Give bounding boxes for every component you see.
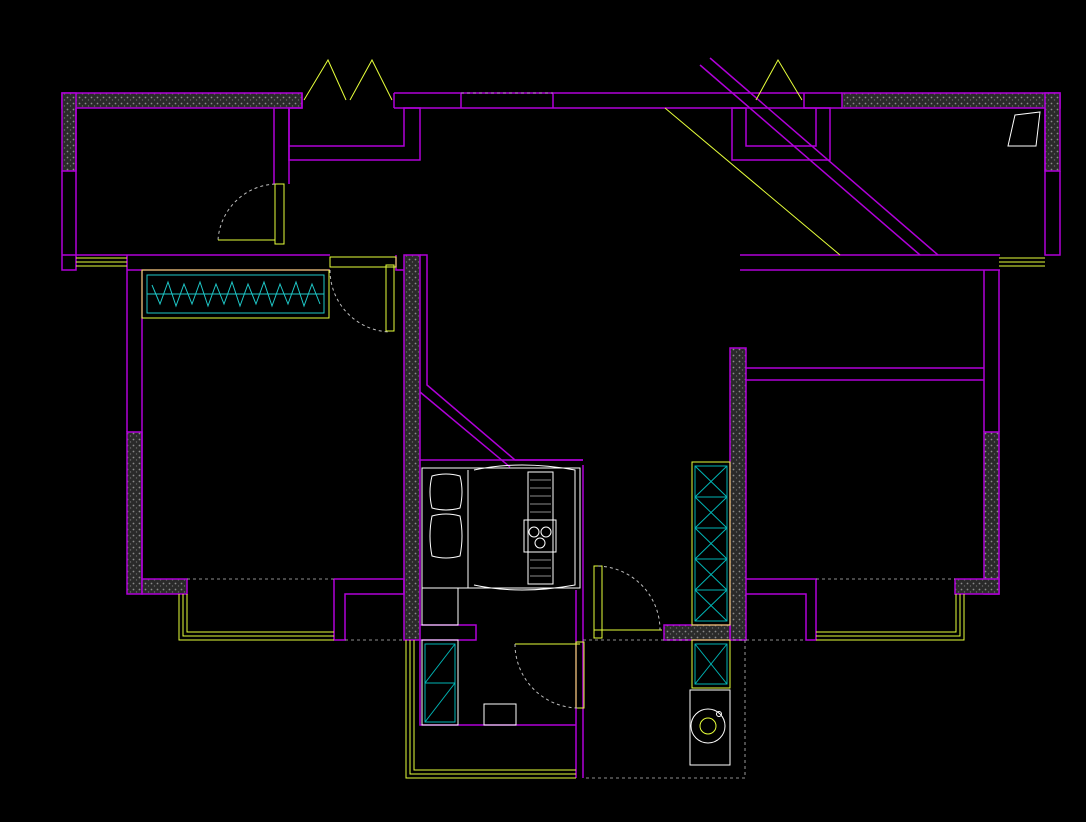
wall-bottom-stub bbox=[663, 624, 731, 641]
window-right-top bbox=[999, 257, 1045, 267]
niche-left bbox=[288, 93, 421, 161]
diagonal-line-1 bbox=[699, 64, 921, 256]
cabinet-cross-icon bbox=[691, 461, 731, 689]
cabinet-cross bbox=[694, 589, 728, 622]
diagonal-line-2 bbox=[709, 57, 939, 256]
wall-slanted bbox=[420, 254, 583, 461]
window-bay-left bbox=[178, 594, 334, 641]
wall-bath-bottom bbox=[419, 640, 576, 726]
wall-right-upper bbox=[1044, 92, 1061, 172]
niche-right bbox=[731, 93, 831, 161]
door-swing-icon bbox=[593, 565, 662, 639]
doors bbox=[217, 58, 803, 709]
wall-left-upper bbox=[61, 92, 77, 172]
wall-center-top bbox=[395, 255, 404, 271]
wall-slanted-inner bbox=[419, 391, 511, 468]
stove-icon bbox=[689, 689, 731, 766]
wall-bath-left bbox=[420, 624, 477, 641]
windows bbox=[76, 257, 1045, 779]
bed-icon bbox=[421, 464, 581, 591]
wall-left-top-room bbox=[61, 108, 77, 271]
fixture-shape bbox=[1007, 111, 1041, 147]
dashed-balcony bbox=[583, 639, 746, 779]
cabinet-cell bbox=[694, 589, 728, 622]
window-left-top bbox=[76, 257, 127, 267]
window-bath bbox=[405, 640, 576, 779]
wall-center-right bbox=[729, 347, 747, 641]
window-bay-right bbox=[816, 594, 965, 641]
structural-walls bbox=[61, 92, 1061, 641]
wall-right-room bbox=[983, 431, 1000, 595]
pillow-icon bbox=[429, 473, 463, 559]
wall-top-left bbox=[61, 92, 303, 109]
wall-left-room bbox=[126, 431, 143, 595]
wall-top-right bbox=[841, 92, 1061, 109]
cabinet-cross bbox=[694, 558, 728, 591]
diagonal-lines bbox=[664, 57, 939, 256]
cabinet-cross bbox=[694, 527, 728, 560]
bath-cabinet bbox=[421, 587, 459, 726]
cabinet-cross bbox=[694, 496, 728, 529]
toilet-icon bbox=[483, 703, 517, 726]
door-swing-icon bbox=[303, 58, 803, 101]
diagonal-line-3 bbox=[664, 107, 841, 256]
door-swing-icon bbox=[514, 641, 585, 709]
door-swing-icon bbox=[217, 183, 285, 245]
dashed-lines bbox=[187, 92, 955, 779]
wall-bottom-right-box bbox=[746, 578, 817, 641]
partition-walls bbox=[61, 92, 1061, 778]
wall-bottom-left-box bbox=[333, 578, 405, 641]
wall-center-left bbox=[403, 254, 421, 641]
wall-left-bottom bbox=[141, 578, 188, 595]
door-swing-icon bbox=[329, 256, 397, 333]
wardrobe-hanger-icon bbox=[141, 269, 330, 319]
wall-right-top-room bbox=[1044, 108, 1061, 256]
wall-right-bottom bbox=[954, 578, 1000, 595]
cabinet-cross bbox=[694, 465, 728, 498]
